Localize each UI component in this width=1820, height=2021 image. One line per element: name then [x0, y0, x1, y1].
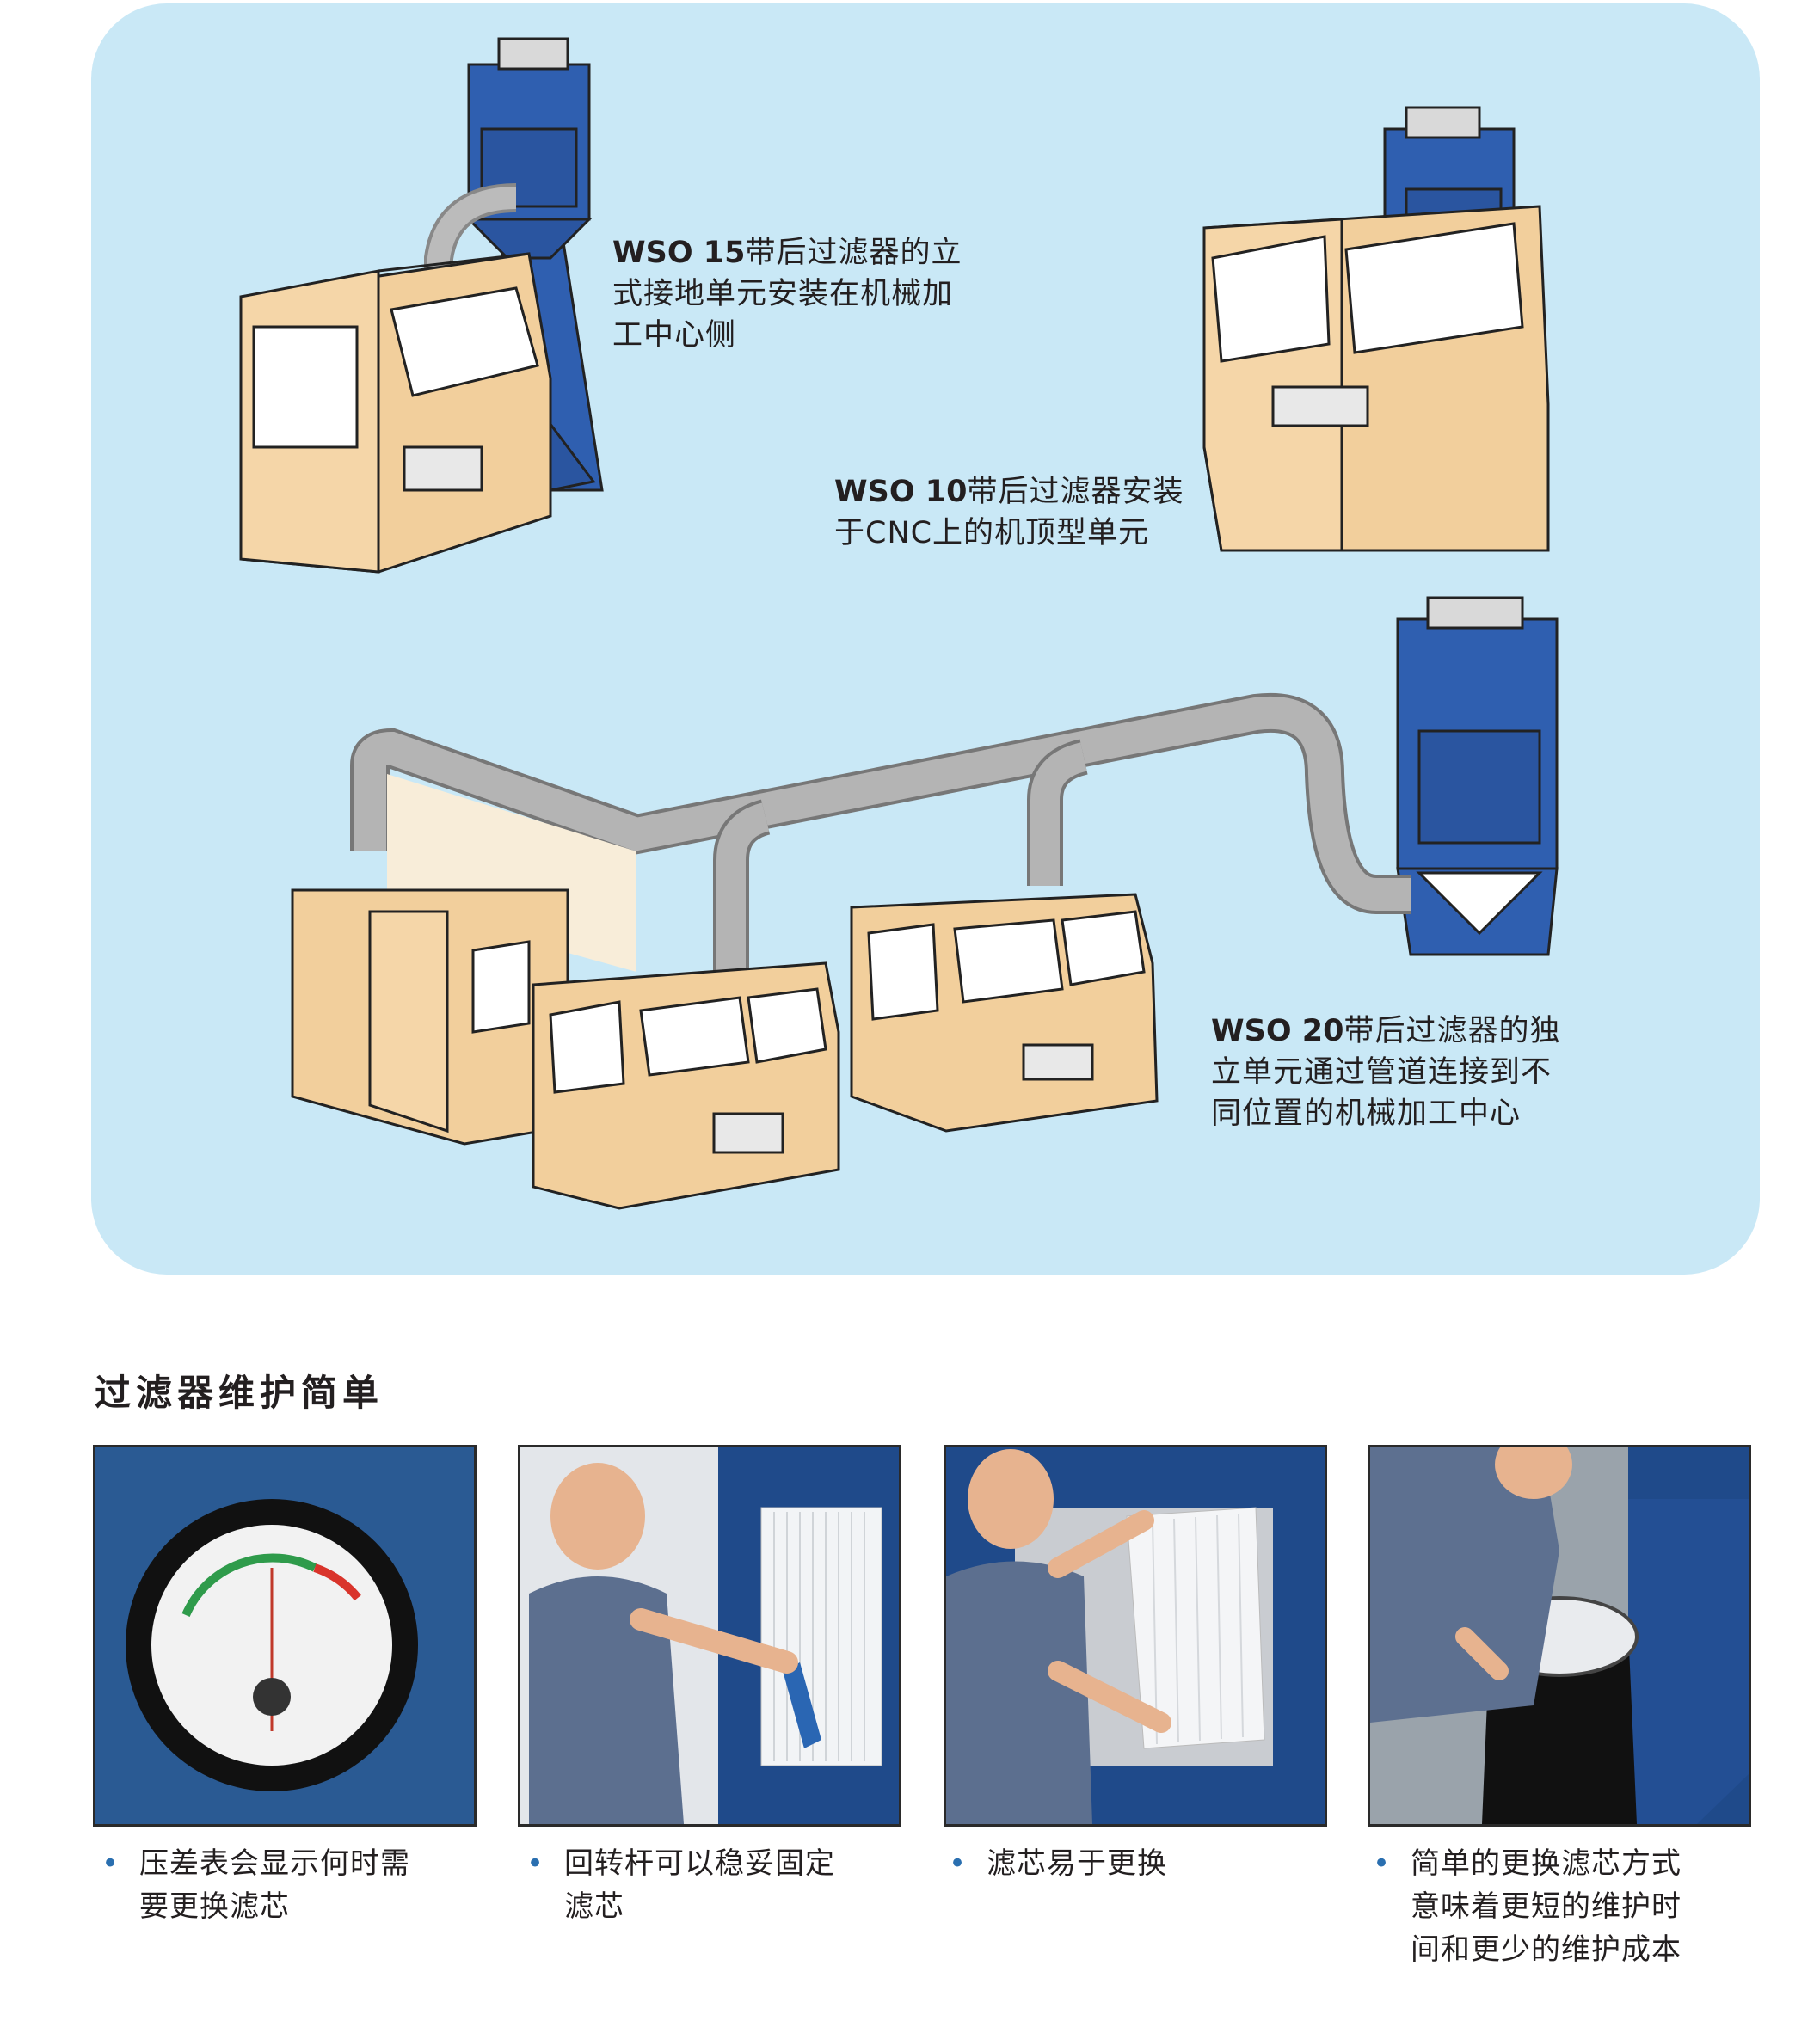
photo-cartridge-lever [518, 1445, 901, 1827]
bullet-text: 滤芯易于更换 [987, 1846, 1167, 1881]
bullet-dot-icon: • [526, 1846, 545, 1881]
caption-wso15: WSO 15带后过滤器的立 式接地单元安装在机械加 工中心侧 [612, 232, 962, 356]
cartridge-disposal-icon [1370, 1447, 1749, 1824]
photo-cartridge-replace [944, 1445, 1327, 1827]
photo-pressure-gauge [93, 1445, 477, 1827]
bullet-cartridge-disposal: • 简单的更换滤芯方式 意味着更短的维护时 间和更少的维护成本 [1373, 1842, 1717, 1971]
bullet-dot-icon: • [101, 1846, 120, 1881]
wso10-illustration [1202, 106, 1550, 552]
bullet-pressure-gauge: • 压差表会显示何时需 要更换滤芯 [101, 1842, 446, 1928]
photo-cartridge-disposal [1368, 1445, 1751, 1827]
cartridge-replace-icon [946, 1447, 1325, 1824]
caption-wso10-line2: 于CNC上的机顶型单元 [834, 516, 1150, 550]
caption-wso10-line1: 带后过滤器安装 [967, 475, 1184, 509]
section-title: 过滤器维护简单 [95, 1372, 384, 1414]
caption-wso20-line1: 带后过滤器的独 [1343, 1014, 1561, 1048]
wso15-illustration [239, 37, 604, 574]
caption-wso15-line2: 式接地单元安装在机械加 [612, 277, 954, 311]
caption-wso10-model: WSO 10 [834, 475, 968, 509]
bullet-dot-icon: • [1373, 1846, 1392, 1881]
caption-wso20-line3: 同位置的机械加工中心 [1211, 1096, 1522, 1131]
caption-wso15-line1: 带后过滤器的立 [745, 236, 962, 270]
caption-wso20-model: WSO 20 [1211, 1014, 1344, 1048]
machining-center-illustrations [239, 37, 1559, 1210]
wso20-illustration [291, 596, 1559, 1210]
pressure-gauge-icon [95, 1447, 474, 1824]
bullet-text: 简单的更换滤芯方式 意味着更短的维护时 间和更少的维护成本 [1411, 1846, 1682, 1967]
bullet-text: 回转杆可以稳妥固定 滤芯 [564, 1846, 835, 1924]
caption-wso15-line3: 工中心侧 [612, 318, 737, 353]
bullet-cartridge-replace: • 滤芯易于更换 [949, 1842, 1293, 1885]
caption-wso10: WSO 10带后过滤器安装 于CNC上的机顶型单元 [834, 471, 1184, 554]
caption-wso20-line2: 立单元通过管道连接到不 [1211, 1055, 1553, 1090]
bullet-dot-icon: • [949, 1846, 968, 1881]
caption-wso15-model: WSO 15 [612, 236, 746, 270]
bullet-text: 压差表会显示何时需 要更换滤芯 [139, 1846, 410, 1924]
cartridge-lever-icon [520, 1447, 899, 1824]
caption-wso20: WSO 20带后过滤器的独 立单元通过管道连接到不 同位置的机械加工中心 [1211, 1010, 1560, 1134]
bullet-cartridge-lever: • 回转杆可以稳妥固定 滤芯 [526, 1842, 870, 1928]
